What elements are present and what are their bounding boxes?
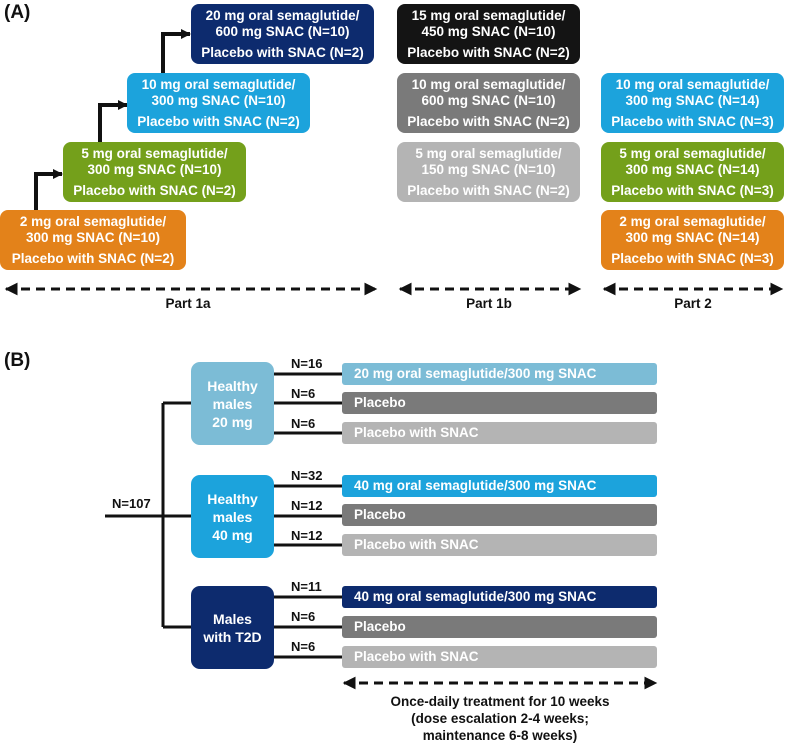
group-healthy-males-40mg: Healthy males 40 mg — [191, 475, 274, 558]
treatment-duration-note: Once-daily treatment for 10 weeks (dose … — [342, 693, 658, 744]
group-label-line: with T2D — [203, 628, 262, 645]
group-label-line: 20 mg — [212, 413, 253, 430]
placebo-label: Placebo with SNAC (N=3) — [611, 182, 774, 198]
arm-bar-placebo-snac: Placebo with SNAC — [342, 534, 657, 556]
snac-label: 300 mg SNAC (N=10) — [26, 229, 160, 245]
group-healthy-males-20mg: Healthy males 20 mg — [191, 362, 274, 445]
snac-label: 600 mg SNAC (N=10) — [215, 23, 350, 39]
part1b-step-5mg: 5 mg oral semaglutide/ 150 mg SNAC (N=10… — [397, 142, 580, 202]
randomization-tree — [105, 372, 342, 659]
arm-n-label: N=16 — [291, 356, 323, 371]
escalation-arrow — [34, 29, 191, 211]
part1b-step-10mg: 10 mg oral semaglutide/ 600 mg SNAC (N=1… — [397, 73, 580, 133]
placebo-label: Placebo with SNAC (N=3) — [611, 250, 774, 266]
part1a-step-5mg: 5 mg oral semaglutide/ 300 mg SNAC (N=10… — [63, 142, 246, 202]
part1b-label: Part 1b — [466, 296, 512, 311]
arm-bar-semaglutide: 40 mg oral semaglutide/300 mg SNAC — [342, 586, 657, 608]
group-label-line: males — [212, 395, 253, 412]
snac-label: 300 mg SNAC (N=14) — [625, 229, 760, 245]
snac-label: 300 mg SNAC (N=14) — [625, 92, 760, 108]
dose-label: 5 mg oral semaglutide/ — [619, 145, 766, 161]
arm-bar-semaglutide: 20 mg oral semaglutide/300 mg SNAC — [342, 363, 657, 385]
placebo-label: Placebo with SNAC (N=2) — [407, 182, 570, 198]
arm-n-label: N=12 — [291, 498, 323, 513]
arm-bar-placebo-snac: Placebo with SNAC — [342, 646, 657, 668]
arm-n-label: N=6 — [291, 609, 316, 624]
group-label-line: 40 mg — [212, 526, 253, 543]
dose-label: 5 mg oral semaglutide/ — [81, 145, 228, 161]
arm-bar-semaglutide: 40 mg oral semaglutide/300 mg SNAC — [342, 475, 657, 497]
footer-line: maintenance 6-8 weeks) — [422, 728, 578, 743]
placebo-label: Placebo with SNAC (N=2) — [73, 182, 236, 198]
snac-label: 300 mg SNAC (N=10) — [151, 92, 286, 108]
part2-label: Part 2 — [674, 296, 712, 311]
arm-bar-placebo: Placebo — [342, 392, 657, 414]
part2-step-2mg: 2 mg oral semaglutide/ 300 mg SNAC (N=14… — [601, 210, 784, 270]
part1a-step-10mg: 10 mg oral semaglutide/ 300 mg SNAC (N=1… — [127, 73, 310, 133]
dose-label: 5 mg oral semaglutide/ — [415, 145, 562, 161]
placebo-label: Placebo with SNAC (N=2) — [137, 113, 300, 129]
arm-n-label: N=12 — [291, 528, 323, 543]
part2-step-10mg: 10 mg oral semaglutide/ 300 mg SNAC (N=1… — [601, 73, 784, 133]
footer-line: (dose escalation 2-4 weeks; — [411, 711, 589, 726]
part2-step-5mg: 5 mg oral semaglutide/ 300 mg SNAC (N=14… — [601, 142, 784, 202]
snac-label: 150 mg SNAC (N=10) — [421, 161, 556, 177]
arm-n-label: N=6 — [291, 386, 316, 401]
group-label-line: Healthy — [207, 377, 258, 394]
arm-n-label: N=32 — [291, 468, 323, 483]
footer-line: Once-daily treatment for 10 weeks — [390, 694, 610, 709]
placebo-label: Placebo with SNAC (N=2) — [407, 44, 570, 60]
placebo-label: Placebo with SNAC (N=2) — [407, 113, 570, 129]
dose-label: 10 mg oral semaglutide/ — [615, 76, 770, 92]
dose-label: 10 mg oral semaglutide/ — [141, 76, 296, 92]
group-males-with-t2d: Males with T2D — [191, 586, 274, 669]
part1a-label: Part 1a — [165, 296, 211, 311]
snac-label: 600 mg SNAC (N=10) — [421, 92, 556, 108]
group-label-line: Healthy — [207, 490, 258, 507]
part1a-step-20mg: 20 mg oral semaglutide/ 600 mg SNAC (N=1… — [191, 4, 374, 64]
group-label-line: males — [212, 508, 253, 525]
arm-n-label: N=6 — [291, 639, 316, 654]
arm-n-label: N=11 — [291, 579, 322, 594]
placebo-label: Placebo with SNAC (N=3) — [611, 113, 774, 129]
placebo-label: Placebo with SNAC (N=2) — [201, 44, 364, 60]
panel-b-label: (B) — [4, 350, 31, 371]
arm-bar-placebo-snac: Placebo with SNAC — [342, 422, 657, 444]
snac-label: 450 mg SNAC (N=10) — [421, 23, 556, 39]
arm-n-label: N=6 — [291, 416, 316, 431]
dose-label: 2 mg oral semaglutide/ — [19, 213, 167, 229]
arm-bar-placebo: Placebo — [342, 616, 657, 638]
dose-label: 20 mg oral semaglutide/ — [205, 7, 360, 23]
total-n-label: N=107 — [112, 496, 151, 511]
placebo-label: Placebo with SNAC (N=2) — [11, 250, 175, 266]
part1a-step-2mg: 2 mg oral semaglutide/ 300 mg SNAC (N=10… — [0, 210, 186, 270]
arm-bar-placebo: Placebo — [342, 504, 657, 526]
dose-label: 10 mg oral semaglutide/ — [411, 76, 566, 92]
panel-a-label: (A) — [4, 2, 31, 23]
part1b-step-15mg: 15 mg oral semaglutide/ 450 mg SNAC (N=1… — [397, 4, 580, 64]
dose-label: 15 mg oral semaglutide/ — [411, 7, 566, 23]
dose-label: 2 mg oral semaglutide/ — [619, 213, 766, 229]
snac-label: 300 mg SNAC (N=10) — [87, 161, 222, 177]
snac-label: 300 mg SNAC (N=14) — [625, 161, 760, 177]
group-label-line: Males — [213, 610, 252, 627]
